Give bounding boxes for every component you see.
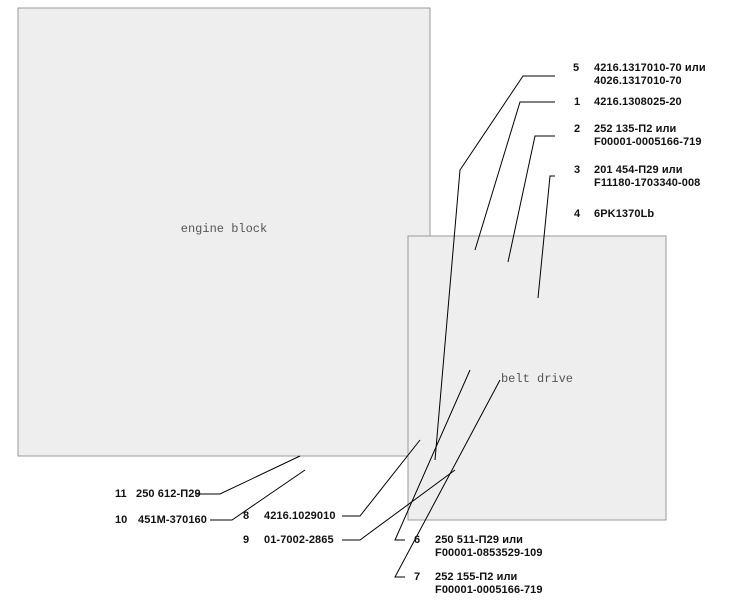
callout-7-line-2: F00001-0005166-719 — [435, 584, 543, 596]
callout-6-number: 6 — [414, 534, 421, 546]
leader-2 — [507, 135, 555, 263]
callout-3-line-2: F11180-1703340-008 — [594, 177, 701, 189]
callout-10-number: 10 — [115, 514, 128, 526]
leader-7 — [394, 379, 501, 578]
callout-3-line-1: 201 454-П29 или — [594, 164, 683, 176]
svg-text:belt drive: belt drive — [501, 372, 573, 386]
callout-11-line-1: 250 612-П29 — [136, 488, 201, 500]
callout-10-line-1: 451M-370160 — [138, 514, 207, 526]
leader-10 — [210, 469, 306, 521]
callout-2-number: 2 — [574, 123, 581, 135]
callout-4-line-1: 6PK1370Lb — [594, 208, 655, 220]
leader-9 — [342, 469, 456, 541]
callout-5-line-2: 4026.1317010-70 — [594, 75, 682, 87]
callout-6-line-1: 250 511-П29 или — [435, 534, 524, 546]
callout-5-number: 5 — [573, 62, 580, 74]
callout-4-number: 4 — [574, 208, 581, 220]
callout-6-line-2: F00001-0853529-109 — [435, 547, 543, 559]
leader-3 — [537, 175, 555, 299]
callout-2-line-1: 252 135-П2 или — [594, 123, 677, 135]
leader-6 — [394, 369, 471, 541]
belt-drive-placeholder: belt drive — [407, 235, 667, 521]
callout-2-line-2: F00001-0005166-719 — [594, 136, 702, 148]
callout-3-number: 3 — [574, 164, 581, 176]
leader-8 — [342, 439, 421, 517]
callout-1-line-1: 4216.1308025-20 — [594, 96, 682, 108]
leader-lines — [195, 75, 555, 578]
callout-8-line-1: 4216.1029010 — [264, 510, 336, 522]
callout-5-line-1: 4216.1317010-70 или — [594, 62, 706, 74]
callout-7-number: 7 — [414, 571, 421, 583]
callout-9-number: 9 — [243, 534, 250, 546]
callout-11-number: 11 — [115, 488, 127, 500]
callout-8-number: 8 — [243, 510, 250, 522]
callout-9-line-1: 01-7002-2865 — [264, 534, 334, 546]
engine-block-placeholder: engine block — [17, 7, 431, 457]
leader-5 — [434, 75, 555, 461]
leader-11 — [195, 455, 301, 495]
leader-1 — [474, 101, 555, 251]
callout-7-line-1: 252 155-П2 или — [435, 571, 518, 583]
svg-text:engine block: engine block — [181, 222, 267, 236]
callout-1-number: 1 — [574, 96, 581, 108]
